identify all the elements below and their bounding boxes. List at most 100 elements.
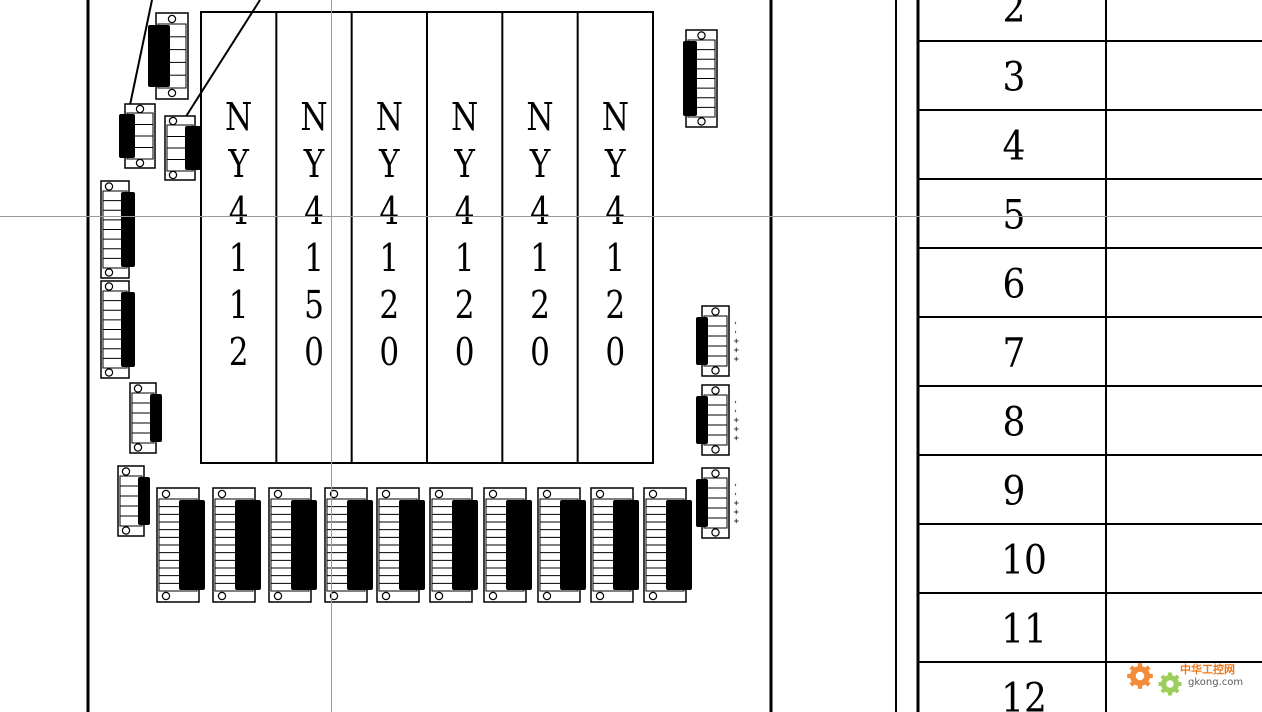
module-label-char: 1 (379, 237, 399, 281)
terminal-connectors: --+++--+++--+++ (100, 12, 741, 603)
table-row-number: 3 (1003, 54, 1026, 100)
module-label-char: Y (378, 143, 400, 187)
module-label-char: 0 (304, 331, 324, 375)
module-label-char: Y (227, 143, 249, 187)
terminal-connector-right-1: --+++ (696, 305, 741, 377)
module-label-char: Y (303, 143, 325, 187)
module-label-char: 2 (530, 284, 550, 328)
terminal-connector-left (100, 280, 135, 379)
connector-hole (217, 489, 227, 499)
module-label-char: 0 (455, 331, 475, 375)
table-row-number: 5 (1003, 192, 1026, 238)
connector-block (291, 500, 317, 590)
terminal-connector-bottom-2 (212, 487, 261, 603)
connector-block (121, 192, 135, 267)
gear-hole (1166, 680, 1174, 688)
connector-block (179, 500, 205, 590)
connector-hole (104, 368, 114, 377)
connector-hole (697, 31, 706, 40)
connector-hole (133, 384, 143, 393)
table-row-number: 10 (1001, 537, 1047, 583)
connector-hole (434, 489, 444, 499)
table-row-number: 2 (1003, 0, 1026, 31)
polarity-mark: - (731, 329, 741, 334)
polarity-mark: + (731, 500, 741, 506)
connector-hole (121, 467, 131, 476)
terminal-connector-right-2: --+++ (696, 384, 741, 456)
module-label-char: 2 (379, 284, 399, 328)
module-label-char: N (602, 96, 629, 140)
connector-hole (167, 14, 177, 24)
module-label-char: 5 (304, 284, 324, 328)
connector-hole (161, 591, 171, 601)
connector-hole (121, 526, 131, 535)
connector-hole (104, 268, 114, 277)
connector-hole (273, 489, 283, 499)
polarity-mark: + (731, 426, 741, 432)
connector-block (613, 500, 639, 590)
terminal-connector-small (119, 103, 156, 169)
connector-hole (161, 489, 171, 499)
terminal-connector-left (100, 180, 135, 279)
module-label-char: N (225, 96, 252, 140)
connector-block (696, 317, 708, 365)
connector-hole (135, 104, 145, 114)
module-label-char: 1 (530, 237, 550, 281)
module-label-char: Y (529, 143, 551, 187)
module-label-char: 4 (304, 190, 324, 234)
connector-hole (104, 182, 114, 191)
gear-icon (1127, 663, 1153, 689)
module-label-char: N (526, 96, 553, 140)
table-row-number: 11 (1001, 606, 1047, 652)
connector-hole (135, 158, 145, 168)
polarity-mark: + (731, 356, 741, 362)
connector-hole (217, 591, 227, 601)
connector-hole (381, 591, 391, 601)
polarity-mark: + (731, 338, 741, 344)
connector-hole (542, 489, 552, 499)
connector-block (399, 500, 425, 590)
connector-block (696, 479, 708, 527)
polarity-mark: + (731, 347, 741, 353)
module-label-char: 1 (304, 237, 324, 281)
polarity-mark: - (731, 482, 741, 487)
terminal-connector-bottom-10 (643, 487, 692, 603)
module-label-char: 2 (605, 284, 625, 328)
terminal-connector-bottom-7 (483, 487, 532, 603)
connector-block (696, 396, 708, 444)
module-label-char: 0 (530, 331, 550, 375)
module-label-char: N (376, 96, 403, 140)
module-label-char: 2 (455, 284, 475, 328)
connector-hole (381, 489, 391, 499)
module-label-char: N (300, 96, 327, 140)
leader-line (129, 0, 153, 106)
module-label-char: 1 (229, 284, 249, 328)
table-row-number: 12 (1001, 675, 1047, 712)
connector-hole (711, 366, 720, 375)
connector-block (150, 394, 162, 442)
module-label-char: 4 (229, 190, 249, 234)
connector-hole (488, 591, 498, 601)
module-label-char: 4 (530, 190, 550, 234)
module-label-char: 1 (455, 237, 475, 281)
module-label-char: N (451, 96, 478, 140)
connector-block (666, 500, 692, 590)
connector-hole (133, 443, 143, 452)
connector-block (452, 500, 478, 590)
terminal-connector-bottom-9 (590, 487, 639, 603)
connector-hole (648, 591, 658, 601)
connector-hole (488, 489, 498, 499)
connector-hole (711, 528, 720, 537)
terminal-connector-bottom-6 (429, 487, 478, 603)
module-label-char: 4 (455, 190, 475, 234)
connector-hole (168, 116, 178, 126)
connector-block (119, 114, 135, 158)
terminal-connector-top (148, 12, 189, 100)
module-label-char: 2 (229, 331, 249, 375)
connector-hole (329, 591, 339, 601)
